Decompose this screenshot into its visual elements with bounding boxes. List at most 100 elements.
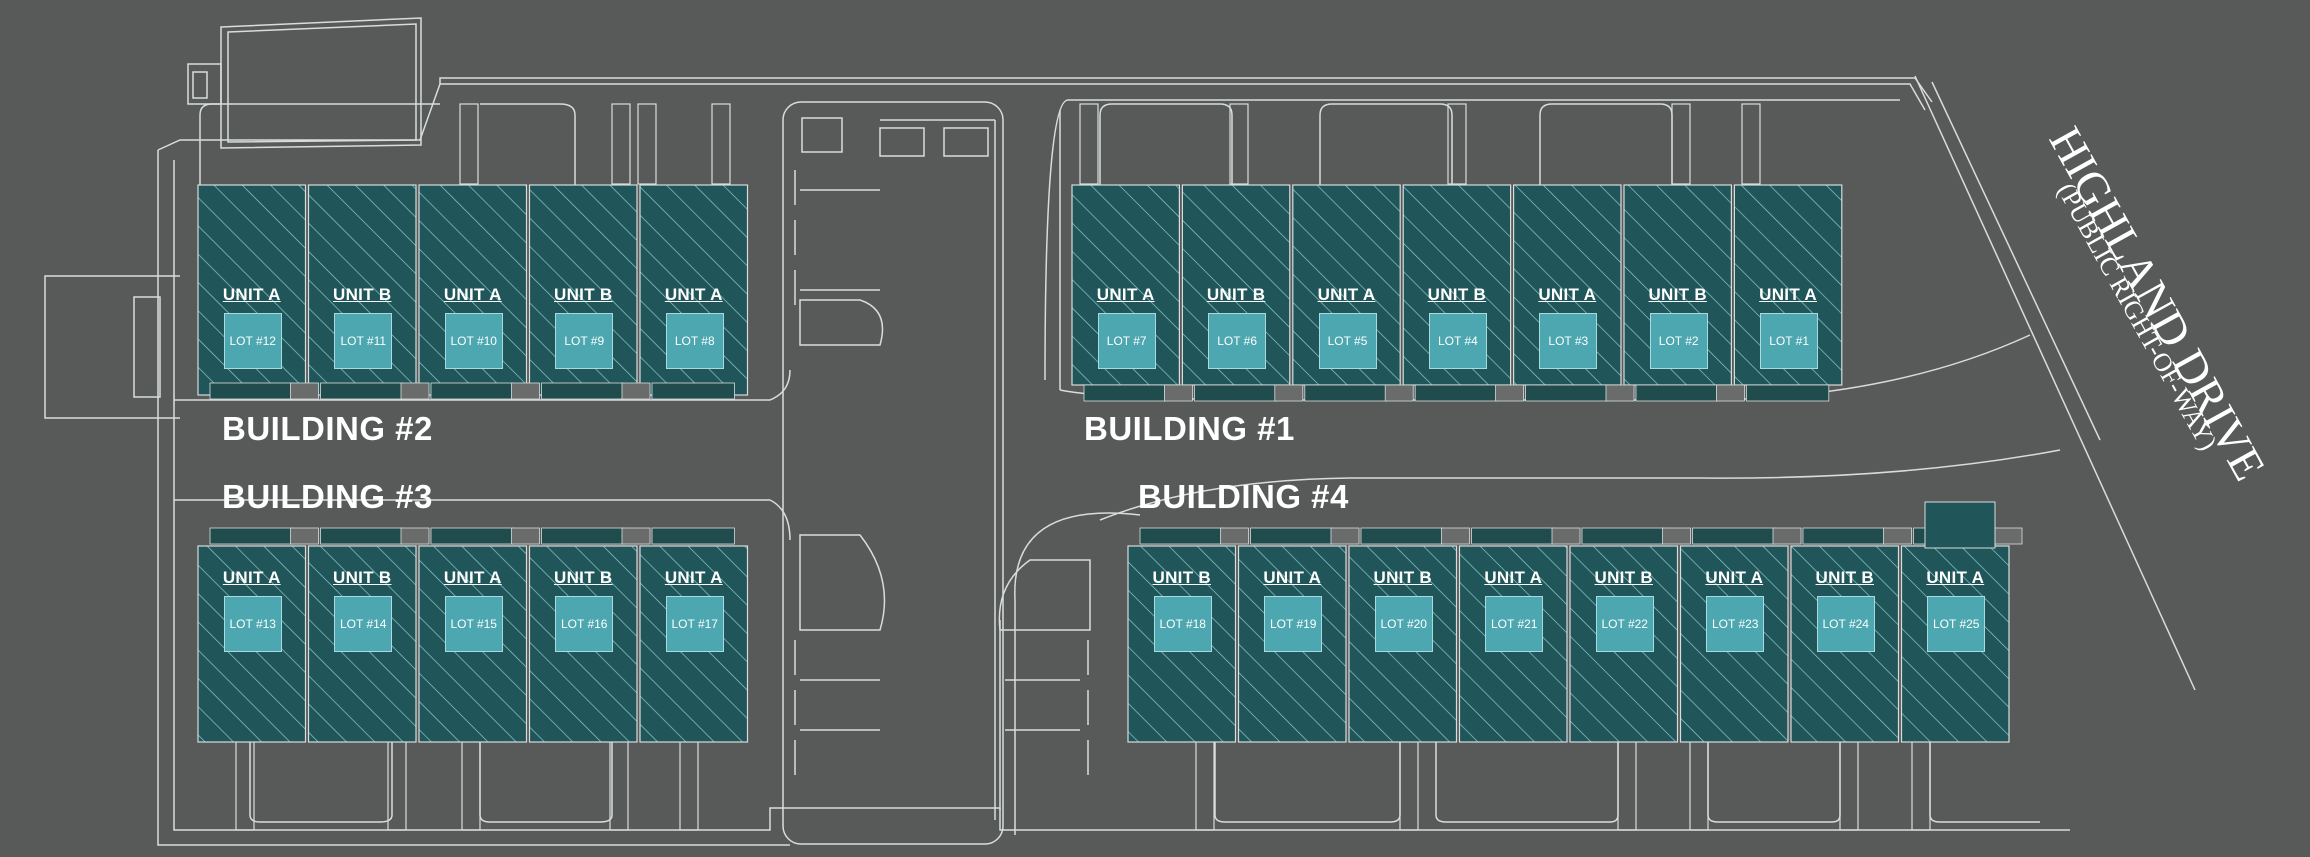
garage-strip bbox=[320, 527, 404, 545]
lot-number-badge[interactable]: LOT #5 bbox=[1318, 313, 1377, 369]
unit-type-label: UNIT A bbox=[1681, 568, 1789, 588]
unit-footprint bbox=[1790, 545, 1900, 743]
driveway-pad bbox=[1551, 527, 1581, 545]
unit-type: UNIT A bbox=[1484, 568, 1543, 587]
lot-number-badge[interactable]: LOT #22 bbox=[1595, 596, 1654, 652]
unit-type: UNIT A bbox=[443, 285, 502, 304]
unit-type: UNIT A bbox=[1317, 285, 1376, 304]
unit-type: UNIT B bbox=[1594, 568, 1653, 587]
unit-footprint bbox=[1623, 184, 1733, 386]
unit-type-label: UNIT B bbox=[1791, 568, 1899, 588]
lot-number-badge[interactable]: LOT #13 bbox=[223, 596, 282, 652]
driveway-pad bbox=[1716, 384, 1745, 402]
unit-type-label: UNIT B bbox=[530, 285, 638, 305]
driveway-pad bbox=[1164, 384, 1193, 402]
lot-number-badge[interactable]: LOT #16 bbox=[555, 596, 614, 652]
unit-type: UNIT A bbox=[1538, 285, 1597, 304]
unit-type: UNIT B bbox=[554, 568, 613, 587]
driveway-pad bbox=[511, 382, 540, 400]
lot-number-badge[interactable]: LOT #23 bbox=[1706, 596, 1765, 652]
unit-type: UNIT B bbox=[1427, 285, 1487, 304]
driveway-pad bbox=[290, 527, 319, 545]
lot-number-badge[interactable]: LOT #14 bbox=[334, 596, 393, 652]
unit-type-label: UNIT A bbox=[1293, 285, 1400, 305]
unit-type-label: UNIT A bbox=[1902, 568, 2010, 588]
garage-strip bbox=[1692, 527, 1776, 545]
driveway-pad bbox=[1384, 384, 1414, 402]
building-3-label: BUILDING #3 bbox=[222, 478, 433, 515]
unit-type: UNIT A bbox=[664, 568, 723, 587]
unit-type: UNIT A bbox=[443, 568, 502, 587]
unit-type-label: UNIT B bbox=[530, 568, 638, 588]
building-2-label: BUILDING #2 bbox=[222, 410, 433, 447]
garage-strip bbox=[1581, 527, 1665, 545]
lot-number-badge[interactable]: LOT #7 bbox=[1097, 313, 1156, 369]
driveway-pad bbox=[1330, 527, 1360, 545]
garage-strip bbox=[1139, 527, 1223, 545]
lot-number-badge[interactable]: LOT #19 bbox=[1264, 596, 1323, 652]
driveway-pad bbox=[1662, 527, 1691, 545]
driveway-pad bbox=[621, 382, 651, 400]
lot-number-badge[interactable]: LOT #9 bbox=[555, 313, 614, 369]
lot-number-badge[interactable]: LOT #11 bbox=[334, 313, 393, 369]
lot-number-badge[interactable]: LOT #17 bbox=[665, 596, 724, 652]
unit-type-label: UNIT A bbox=[1239, 568, 1347, 588]
driveway-pad bbox=[1883, 527, 1912, 545]
building-1-label: BUILDING #1 bbox=[1084, 410, 1295, 447]
garage-strip bbox=[541, 382, 625, 400]
lot-number-badge[interactable]: LOT #21 bbox=[1485, 596, 1544, 652]
unit-type: UNIT A bbox=[1759, 285, 1817, 304]
garage-strip bbox=[651, 382, 735, 400]
unit-type-label: UNIT B bbox=[1349, 568, 1457, 588]
lot-number-badge[interactable]: LOT #12 bbox=[223, 313, 282, 369]
unit-footprint bbox=[1679, 545, 1789, 743]
unit-type: UNIT B bbox=[1373, 568, 1432, 587]
lot-number-badge[interactable]: LOT #20 bbox=[1374, 596, 1433, 652]
driveway-pad bbox=[1772, 527, 1802, 545]
driveway-pad bbox=[511, 527, 540, 545]
garage-strip bbox=[430, 527, 514, 545]
lot-number-badge[interactable]: LOT #4 bbox=[1428, 313, 1487, 369]
lot-number-badge[interactable]: LOT #6 bbox=[1208, 313, 1267, 369]
lot-number-badge[interactable]: LOT #15 bbox=[444, 596, 503, 652]
garage-strip bbox=[1083, 384, 1167, 402]
unit-type: UNIT A bbox=[1926, 568, 1985, 587]
unit-type: UNIT B bbox=[1206, 285, 1266, 304]
garage-strip bbox=[1471, 527, 1555, 545]
unit-type-label: UNIT A bbox=[198, 285, 306, 305]
building-footprints bbox=[197, 184, 2010, 743]
unit-type-label: UNIT B bbox=[309, 568, 417, 588]
lot-number-badge[interactable]: LOT #18 bbox=[1153, 596, 1212, 652]
garage-strip bbox=[320, 382, 404, 400]
driveway-pad bbox=[290, 382, 319, 400]
lot-number-badge[interactable]: LOT #10 bbox=[444, 313, 503, 369]
unit-type-label: UNIT B bbox=[1182, 285, 1289, 305]
unit-type-label: UNIT B bbox=[1403, 285, 1510, 305]
lot-number-badge[interactable]: LOT #2 bbox=[1649, 313, 1708, 369]
unit-type-label: UNIT A bbox=[640, 568, 748, 588]
lot-number-badge[interactable]: LOT #24 bbox=[1816, 596, 1875, 652]
unit-type: UNIT A bbox=[1263, 568, 1322, 587]
garage-strip bbox=[209, 382, 293, 400]
unit-type: UNIT B bbox=[333, 568, 392, 587]
driveway-pad bbox=[621, 527, 651, 545]
garage-strip bbox=[1360, 527, 1444, 545]
unit-type-label: UNIT A bbox=[1734, 285, 1841, 305]
lot-number-badge[interactable]: LOT #1 bbox=[1760, 313, 1819, 369]
building-4-label: BUILDING #4 bbox=[1138, 478, 1349, 515]
unit-type-label: UNIT A bbox=[419, 285, 527, 305]
lot-number-badge[interactable]: LOT #8 bbox=[665, 313, 724, 369]
driveway-pad bbox=[1441, 527, 1470, 545]
unit-type: UNIT B bbox=[1815, 568, 1874, 587]
unit-type-label: UNIT B bbox=[1570, 568, 1678, 588]
garage-strip bbox=[209, 527, 293, 545]
garage-strip bbox=[1802, 527, 1886, 545]
unit-type-label: UNIT B bbox=[1128, 568, 1236, 588]
garage-strip bbox=[1635, 384, 1719, 402]
driveway-pad bbox=[400, 382, 430, 400]
lot-number-badge[interactable]: LOT #25 bbox=[1927, 596, 1986, 652]
driveway-strips bbox=[209, 382, 2023, 545]
garage-strip bbox=[1304, 384, 1388, 402]
lot-number-badge[interactable]: LOT #3 bbox=[1539, 313, 1598, 369]
